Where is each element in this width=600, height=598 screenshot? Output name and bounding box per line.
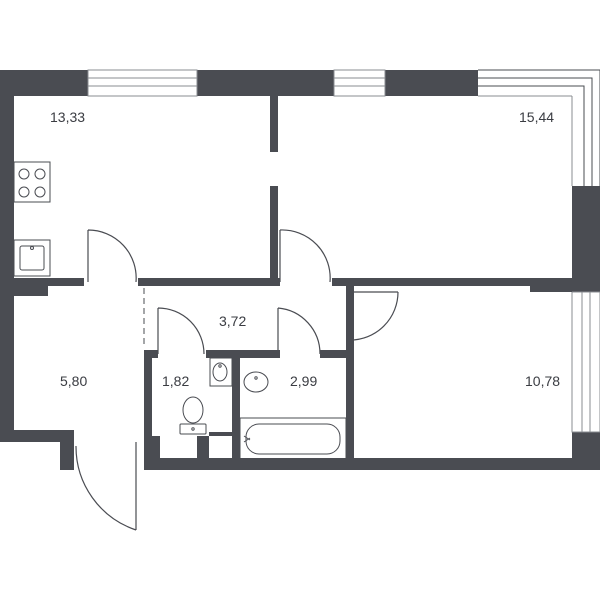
room-area-bedroom: 10,78 [525, 373, 560, 389]
window-icon [87, 69, 198, 97]
room-area-bathroom: 2,99 [290, 373, 317, 389]
sink-icon [13, 239, 51, 277]
toilet-icon [179, 396, 207, 435]
window-icon [333, 69, 386, 97]
door-swing-icon [157, 307, 205, 355]
window-icon [571, 291, 600, 433]
window-icon [478, 69, 600, 186]
door-swing-icon [277, 307, 321, 355]
exterior-walls [0, 70, 600, 470]
stove-icon [13, 161, 51, 203]
door-swing-icon [87, 229, 137, 283]
room-area-kitchen: 13,33 [50, 109, 85, 125]
room-area-living: 15,44 [519, 109, 554, 125]
interior-walls [14, 96, 572, 460]
room-area-hall: 3,72 [219, 313, 246, 329]
room-area-entrance: 5,80 [60, 373, 87, 389]
washbasin-icon [209, 357, 233, 387]
room-area-toilet: 1,82 [162, 373, 189, 389]
door-swing-icon [279, 229, 331, 283]
door-swing-icon [349, 291, 399, 341]
washbasin-icon [243, 371, 269, 393]
door-swing-icon [75, 442, 137, 531]
bathtub-icon [239, 417, 347, 461]
